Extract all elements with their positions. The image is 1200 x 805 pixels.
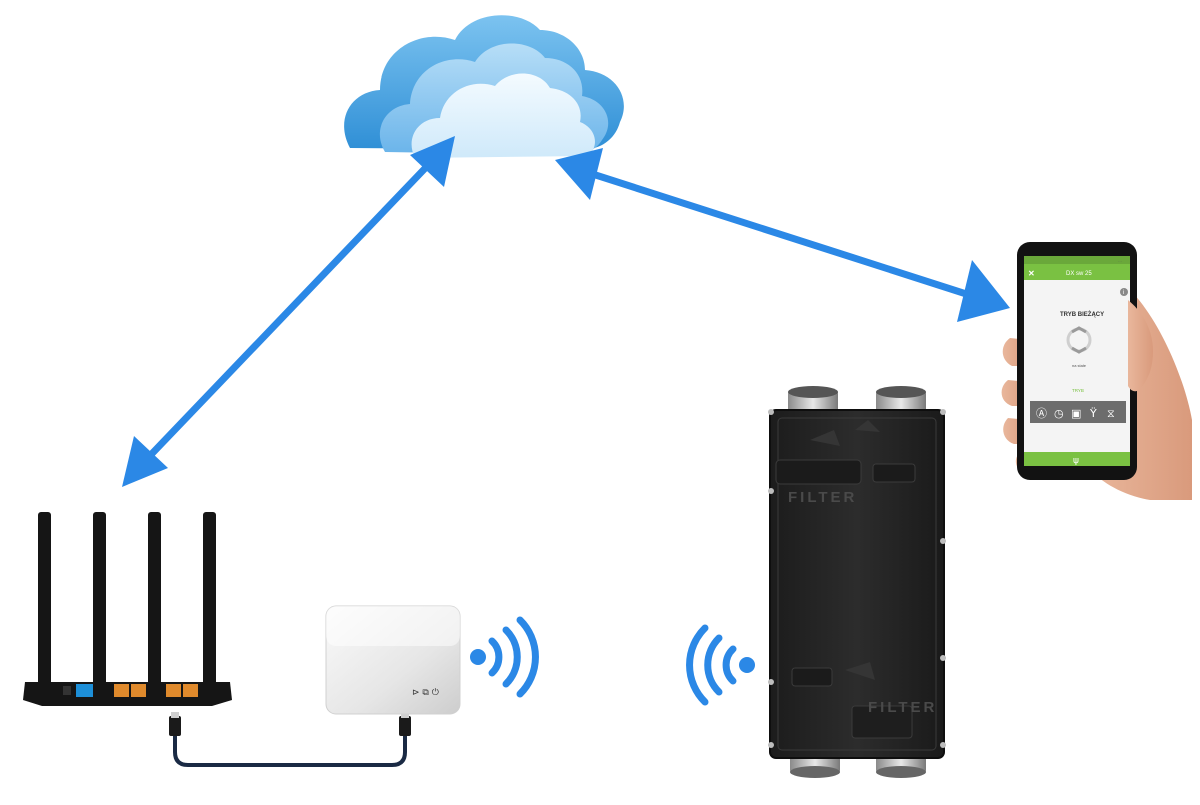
mode-indicator-icon	[1066, 326, 1092, 354]
router-icon	[23, 512, 232, 706]
party-icon[interactable]: Ÿ	[1089, 407, 1097, 420]
phone-screen	[1024, 256, 1130, 466]
ethernet-cable-icon	[169, 712, 411, 767]
wan-port	[76, 684, 93, 697]
auto-mode-icon[interactable]: Ⓐ	[1036, 407, 1047, 420]
cloud-icon	[344, 15, 624, 158]
smartphone-icon: … ✕ DX sw 25 i TRYB BIEŻĄCY na stałe TRY…	[1017, 242, 1154, 480]
close-icon[interactable]: ✕	[1028, 269, 1035, 278]
arrow-head-icon	[957, 260, 1010, 322]
leaf-icon: ψ	[1073, 456, 1079, 466]
mode-link[interactable]: TRYB	[1072, 388, 1084, 393]
wifi-signal-icon	[686, 624, 755, 706]
svg-text:⊳ ⧉ ⏻: ⊳ ⧉ ⏻	[412, 687, 439, 698]
antenna	[203, 512, 216, 692]
status-bar	[1024, 256, 1130, 264]
app-header	[1024, 264, 1130, 280]
info-icon[interactable]: i	[1120, 288, 1128, 296]
lan-port	[166, 684, 181, 697]
lan-port	[131, 684, 146, 697]
power-port	[63, 686, 71, 695]
app-footer	[1024, 452, 1130, 466]
arrow-cloud-router	[122, 136, 455, 487]
wifi-signal-icon	[470, 616, 539, 698]
arrow-head-icon	[410, 136, 455, 187]
app-title: DX sw 25	[1066, 271, 1092, 277]
cloud-front-layer	[411, 73, 595, 158]
antenna	[93, 512, 106, 692]
mode-title: TRYB BIEŻĄCY	[1060, 311, 1104, 318]
arrow-cloud-phone	[555, 148, 1010, 322]
antenna	[148, 512, 161, 692]
lan-port	[114, 684, 129, 697]
filter-label: FILTER	[788, 489, 857, 506]
antenna	[38, 512, 51, 692]
status-text: …	[1118, 258, 1122, 263]
mode-sub: na stałe	[1072, 363, 1087, 368]
ventilation-unit-icon: FILTER FILTER	[768, 386, 946, 778]
mode-toolbar	[1030, 401, 1126, 423]
arrow-head-icon	[122, 436, 168, 487]
filter-label: FILTER	[868, 699, 937, 716]
lan-port	[183, 684, 198, 697]
arrow-head-icon	[555, 148, 603, 200]
gateway-icon: ⊳ ⧉ ⏻	[325, 605, 461, 715]
clock-icon[interactable]: ◷	[1054, 407, 1064, 420]
svg-text:i: i	[1123, 290, 1124, 296]
suitcase-icon[interactable]: ▣	[1071, 407, 1081, 420]
timer-icon[interactable]: ⧖	[1107, 407, 1115, 420]
